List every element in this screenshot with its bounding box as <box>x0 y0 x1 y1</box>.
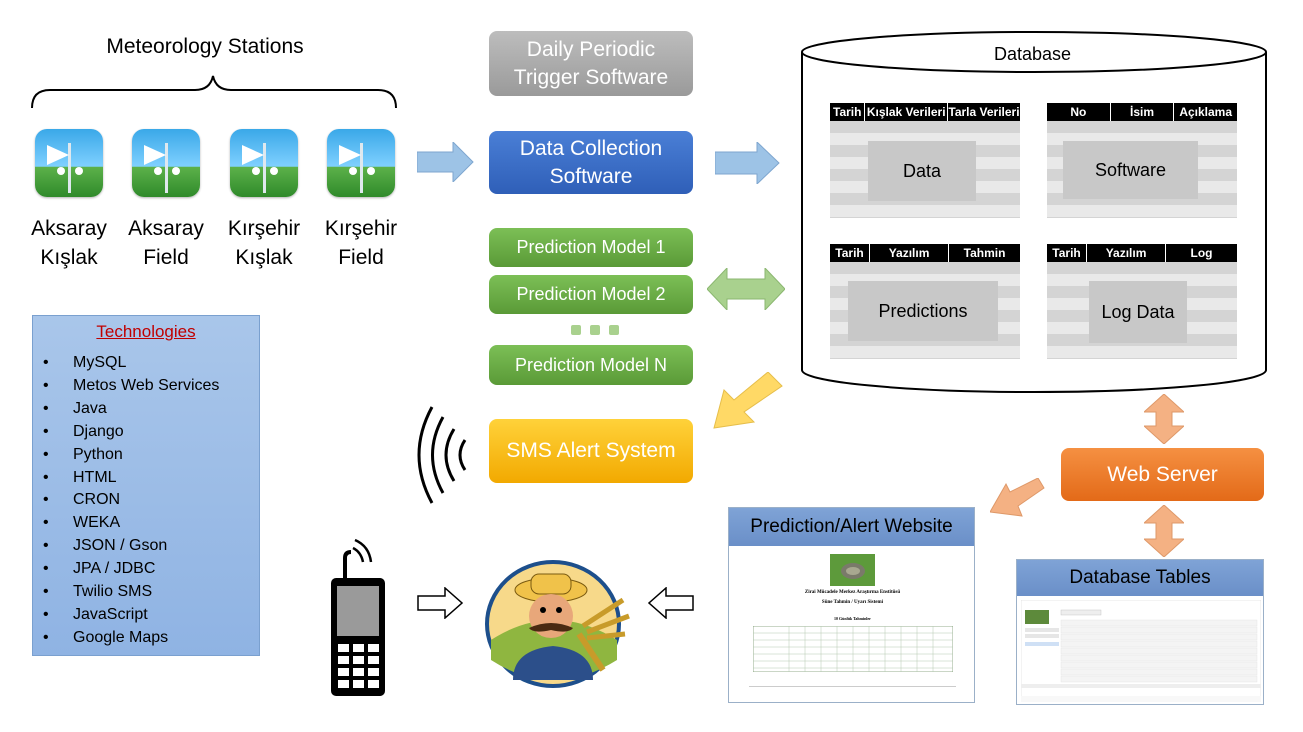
arrow-down-left-icon <box>990 478 1045 517</box>
technologies-title: Technologies <box>96 322 196 341</box>
insect-image <box>830 554 875 586</box>
arrow-left-outline-icon <box>648 587 694 619</box>
sms-alert-box: SMS Alert System <box>489 419 693 483</box>
admin-screenshot <box>1021 600 1261 702</box>
prediction-model-1-box: Prediction Model 1 <box>489 228 693 267</box>
db-table-label: Log Data <box>1089 281 1187 343</box>
technology-item: Java <box>43 398 219 421</box>
technology-item: JavaScript <box>43 604 219 627</box>
prediction-model-2-box: Prediction Model 2 <box>489 275 693 314</box>
db-table-label: Predictions <box>848 281 998 341</box>
database-tables-panel: Database Tables <box>1016 559 1264 705</box>
database-title: Database <box>993 44 1072 64</box>
technology-item: HTML <box>43 467 219 490</box>
database-tables-title: Database Tables <box>1017 560 1263 596</box>
technology-item: Python <box>43 444 219 467</box>
website-org: Zirai Mücadele Merkez Araştırma Enstitüs… <box>804 590 901 595</box>
double-arrow-icon <box>707 268 785 310</box>
divider <box>749 686 956 687</box>
technologies-list: MySQL Metos Web Services Java Django Pyt… <box>43 352 219 650</box>
ellipsis-icon <box>571 325 619 335</box>
arrow-right-icon <box>417 142 474 182</box>
technology-item: CRON <box>43 489 219 512</box>
prediction-table <box>753 626 953 672</box>
technology-item: MySQL <box>43 352 219 375</box>
website-subtitle: Süne Tahmin / Uyarı Sistemi <box>821 600 884 605</box>
weather-station-icon <box>327 129 395 197</box>
farmer-icon <box>485 560 630 688</box>
website-title: Prediction/Alert Website <box>729 508 974 546</box>
technology-item: Django <box>43 421 219 444</box>
website-period: 10 Günlük Tahminler <box>834 616 871 621</box>
weather-station-icon <box>230 129 298 197</box>
double-arrow-vertical-icon <box>1144 505 1184 557</box>
double-arrow-vertical-icon <box>1144 394 1184 444</box>
signal-waves-icon <box>417 406 467 504</box>
arrow-right-outline-icon <box>417 587 463 619</box>
weather-station-icon <box>132 129 200 197</box>
prediction-model-n-box: Prediction Model N <box>489 345 693 385</box>
mobile-phone-icon <box>331 538 385 696</box>
technology-item: JPA / JDBC <box>43 558 219 581</box>
technologies-box: Technologies MySQL Metos Web Services Ja… <box>32 315 260 656</box>
technology-item: Google Maps <box>43 627 219 650</box>
technology-item: Metos Web Services <box>43 375 219 398</box>
web-server-box: Web Server <box>1061 448 1264 501</box>
stations-title: Meteorology Stations <box>106 35 304 58</box>
arrow-down-left-icon <box>713 372 783 429</box>
technology-item: JSON / Gson <box>43 535 219 558</box>
stations-brace <box>31 75 397 109</box>
weather-station-icon <box>35 129 103 197</box>
db-table-label: Software <box>1063 141 1198 199</box>
db-table-label: Data <box>868 141 976 201</box>
technology-item: WEKA <box>43 512 219 535</box>
arrow-right-icon <box>715 142 780 184</box>
technology-item: Twilio SMS <box>43 581 219 604</box>
prediction-website-panel: Prediction/Alert Website Zirai Mücadele … <box>728 507 975 703</box>
